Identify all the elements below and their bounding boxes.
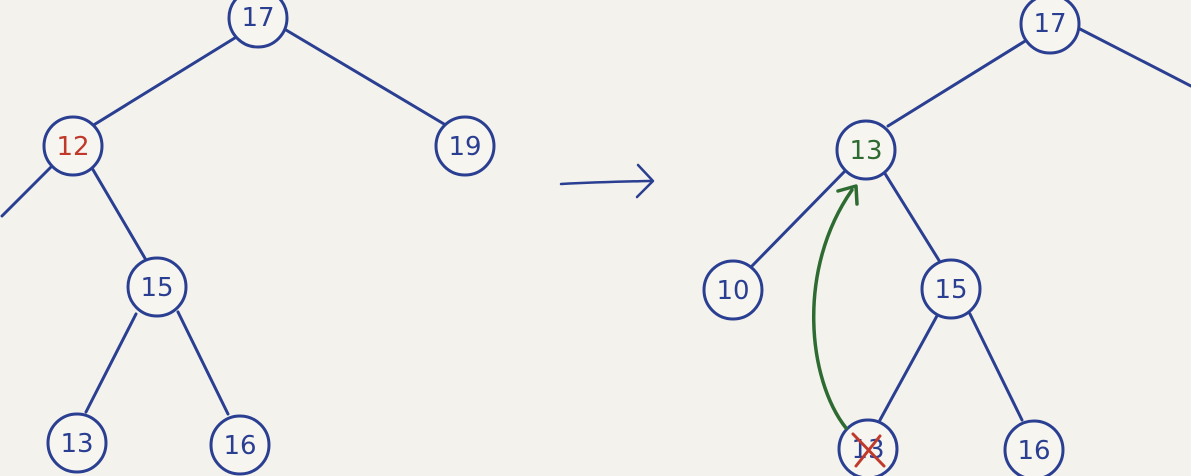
tree-node: 16 [1003,419,1065,476]
after-tree: 17 13 10 15 13 16 [702,0,1191,476]
tree-node: 10 [702,259,764,321]
edge-13-15 [882,170,942,264]
node-label: 16 [1017,436,1050,466]
edge-17-right-offscreen [1076,26,1191,88]
node-label: 15 [140,273,173,303]
node-label: 16 [223,431,256,461]
tree-node: 19 [434,115,496,177]
edge-12-15 [90,166,148,262]
node-label: 13 [60,429,93,459]
edge-13-10 [750,168,848,268]
edge-15-16 [968,312,1024,422]
curved-up-arrow-icon [811,184,859,430]
tree-node: 15 [126,256,188,318]
tree-node: 13 [837,418,899,476]
edge-15-16 [176,310,230,416]
node-label: 19 [448,132,481,162]
tree-node: 13 [46,412,108,474]
edge-17-13 [886,36,1032,128]
node-label: 15 [934,275,967,305]
tree-node: 15 [920,258,982,320]
node-label: 10 [716,276,749,306]
edge-15-13old [878,312,940,422]
right-arrow-icon [559,163,655,199]
cross-out-icon [851,432,886,468]
before-tree: 17 12 19 15 13 16 [0,0,496,476]
tree-node: 13 [835,119,897,181]
tree-node: 17 [1019,0,1081,55]
edge-17-12 [90,34,240,128]
tree-node: 12 [42,115,104,177]
node-label: 12 [56,132,89,162]
edge-15-13 [84,312,138,414]
edge-12-left-offscreen [0,162,56,218]
tree-node: 16 [209,414,271,476]
node-label: 17 [241,3,274,33]
node-label: 17 [1033,9,1066,39]
edge-17-19 [284,28,446,126]
node-label: 13 [849,136,882,166]
tree-node: 17 [227,0,289,49]
